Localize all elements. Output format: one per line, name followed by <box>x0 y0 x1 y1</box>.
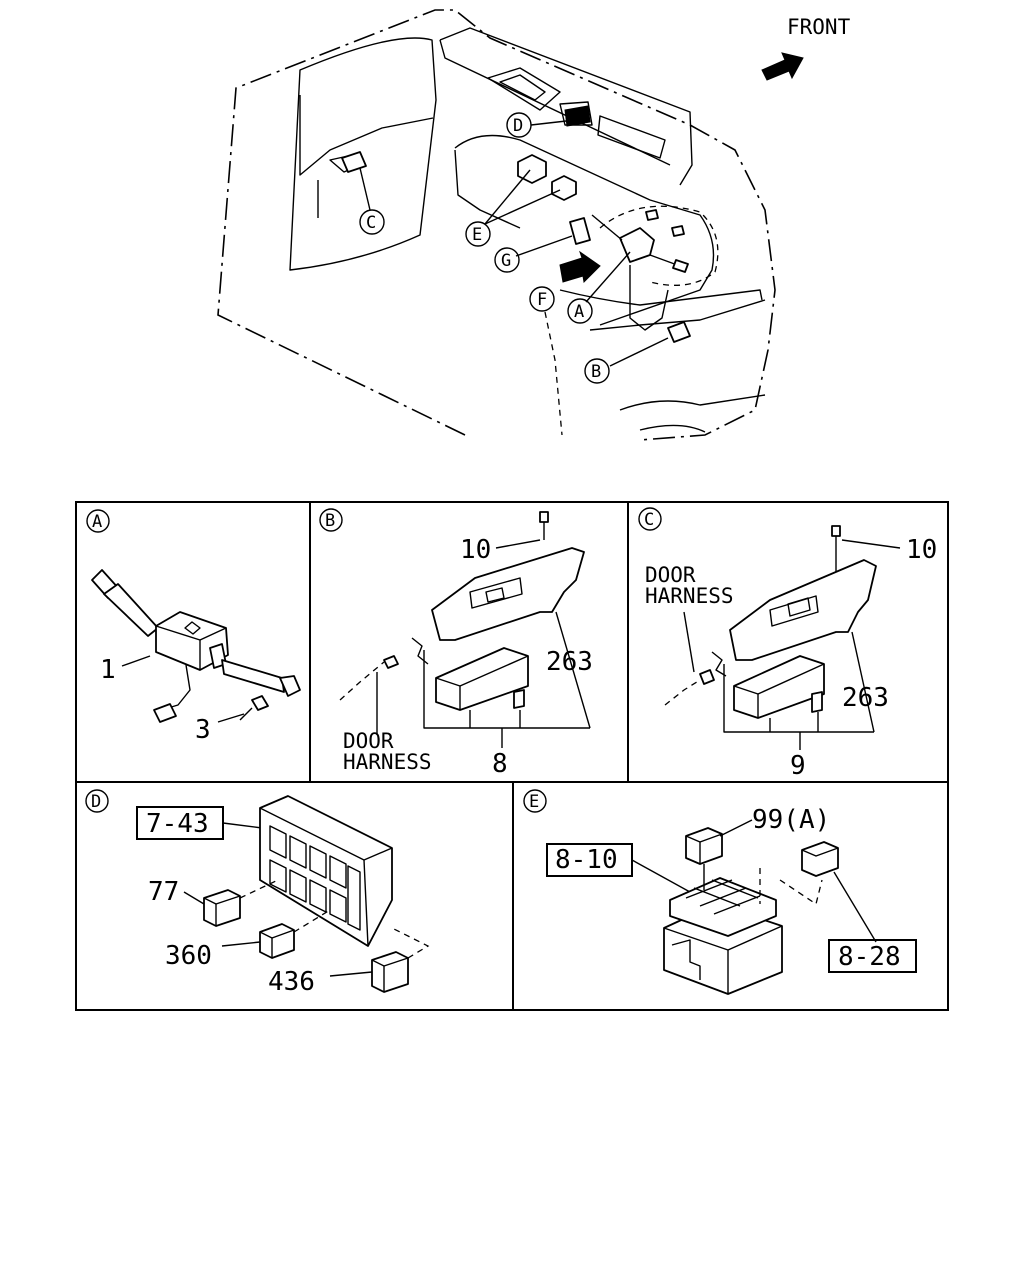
part-360-label: 360 <box>165 941 212 971</box>
panel-a-label: A <box>92 512 102 532</box>
callout-g: G <box>501 251 511 271</box>
panel-d-circle <box>85 789 109 813</box>
power-window-switch-b-drawing <box>339 511 585 735</box>
part-8-label: 8 <box>492 749 508 779</box>
switch-panel-drawing <box>203 795 430 993</box>
callout-c: C <box>366 213 376 233</box>
callout-a: A <box>574 302 584 322</box>
power-window-switch-c-drawing <box>664 525 877 719</box>
relay-block-drawing <box>663 827 839 995</box>
part-1-label: 1 <box>100 655 116 685</box>
ref-8-10-label: 8-10 <box>555 845 618 875</box>
panel-e-label: E <box>529 792 539 812</box>
callout-d: D <box>513 116 523 136</box>
part-3-label: 3 <box>195 715 211 745</box>
callout-circle-g <box>494 247 520 273</box>
ref-7-43-label: 7-43 <box>146 809 209 839</box>
part-10-label: 10 <box>460 535 491 565</box>
panel-b: B 10 263 8 DOOR HARNESS <box>319 508 593 779</box>
door-harness-label-c-line1: DOOR <box>645 563 696 587</box>
detail-panels-frame <box>75 501 949 1011</box>
panel-a-circle <box>86 509 110 533</box>
callout-circle-e <box>465 221 491 247</box>
part-263-label: 263 <box>546 647 593 677</box>
door-harness-label-b-line2: HARNESS <box>343 750 432 774</box>
panel-e: E 8-10 99(A) 8-28 <box>523 789 917 995</box>
turn-signal-switch-drawing <box>91 569 301 723</box>
panel-c: C 10 263 9 DOOR HARNESS <box>638 507 937 781</box>
panel-e-circle <box>523 789 547 813</box>
callout-circle-f <box>529 286 555 312</box>
front-label: FRONT <box>787 15 851 39</box>
part-10-label-c: 10 <box>906 535 937 565</box>
ref-8-28-label: 8-28 <box>838 942 901 972</box>
panel-a: A 1 3 <box>86 509 301 745</box>
panel-d-label: D <box>91 792 101 812</box>
callout-e: E <box>472 225 482 245</box>
callout-circle-d <box>506 112 532 138</box>
front-arrow-icon <box>761 52 804 81</box>
door-harness-label-b-line1: DOOR <box>343 729 394 753</box>
panel-d: D 7-43 <box>85 789 430 997</box>
callout-f: F <box>537 290 547 310</box>
part-436-label: 436 <box>268 967 315 997</box>
ref-8-28-box <box>828 939 917 973</box>
vehicle-interior-drawing <box>217 9 776 441</box>
panel-c-label: C <box>644 510 654 530</box>
part-263-label-c: 263 <box>842 683 889 713</box>
panel-c-circle <box>638 507 662 531</box>
callout-b: B <box>591 362 601 382</box>
callout-circle-b <box>584 358 610 384</box>
front-direction-indicator: FRONT <box>761 15 851 81</box>
panel-b-circle <box>319 508 343 532</box>
callout-circle-c <box>359 209 385 235</box>
overview-callouts: D C E G F A B <box>359 112 669 436</box>
part-9-label: 9 <box>790 751 806 781</box>
part-77-label: 77 <box>148 877 179 907</box>
panel-b-label: B <box>325 511 335 531</box>
door-harness-label-c-line2: HARNESS <box>645 584 734 608</box>
part-99a-label: 99(A) <box>752 805 830 835</box>
callout-circle-a <box>567 298 593 324</box>
